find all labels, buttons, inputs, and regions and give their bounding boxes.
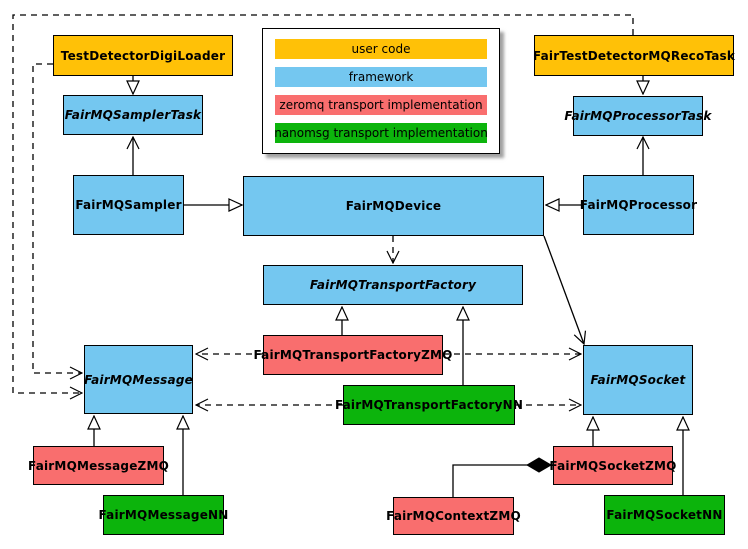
- class-box-fairmqmessage: FairMQMessage: [84, 345, 193, 414]
- class-box-fairmqmessagezmq: FairMQMessageZMQ: [28, 446, 169, 485]
- legend-item-framework: framework: [275, 67, 487, 87]
- class-box-fairmqtransportfactoryzmq: FairMQTransportFactoryZMQ: [253, 335, 452, 375]
- class-box-fairmqdevice: FairMQDevice: [243, 176, 544, 236]
- class-box-fairtestdetectormqrecotask: FairTestDetectorMQRecoTask: [533, 35, 735, 76]
- class-box-fairmqprocessor: FairMQProcessor: [580, 175, 697, 235]
- legend-box: user code framework zeromq transport imp…: [262, 28, 500, 154]
- class-box-fairmqsocket: FairMQSocket: [583, 345, 693, 415]
- legend-item-user-code: user code: [275, 39, 487, 59]
- class-box-fairmqsocketnn: FairMQSocketNN: [604, 495, 725, 535]
- edge-contextzmq-socketzmq: [452, 457, 552, 497]
- class-box-fairmqprocessortask: FairMQProcessorTask: [564, 96, 711, 136]
- class-box-fairmqcontextzmq: FairMQContextZMQ: [386, 497, 521, 535]
- legend-item-zeromq: zeromq transport implementation: [275, 95, 487, 115]
- class-box-fairmqsamplertask: FairMQSamplerTask: [63, 95, 203, 135]
- class-box-fairmqsocketzmq: FairMQSocketZMQ: [549, 446, 676, 485]
- legend-item-nanomsg: nanomsg transport implementation: [274, 123, 488, 143]
- class-box-testdetectordigiloader: TestDetectorDigiLoader: [53, 35, 233, 76]
- class-box-fairmqsampler: FairMQSampler: [73, 175, 184, 235]
- edge-recotask-message: [12, 14, 634, 393]
- class-box-fairmqtransportfactory: FairMQTransportFactory: [263, 265, 523, 305]
- edge-device-socket: [543, 235, 584, 344]
- class-box-fairmqtransportfactorynn: FairMQTransportFactoryNN: [335, 385, 523, 425]
- edge-digiloader-message: [32, 63, 82, 373]
- class-box-fairmqmessagenn: FairMQMessageNN: [98, 495, 228, 535]
